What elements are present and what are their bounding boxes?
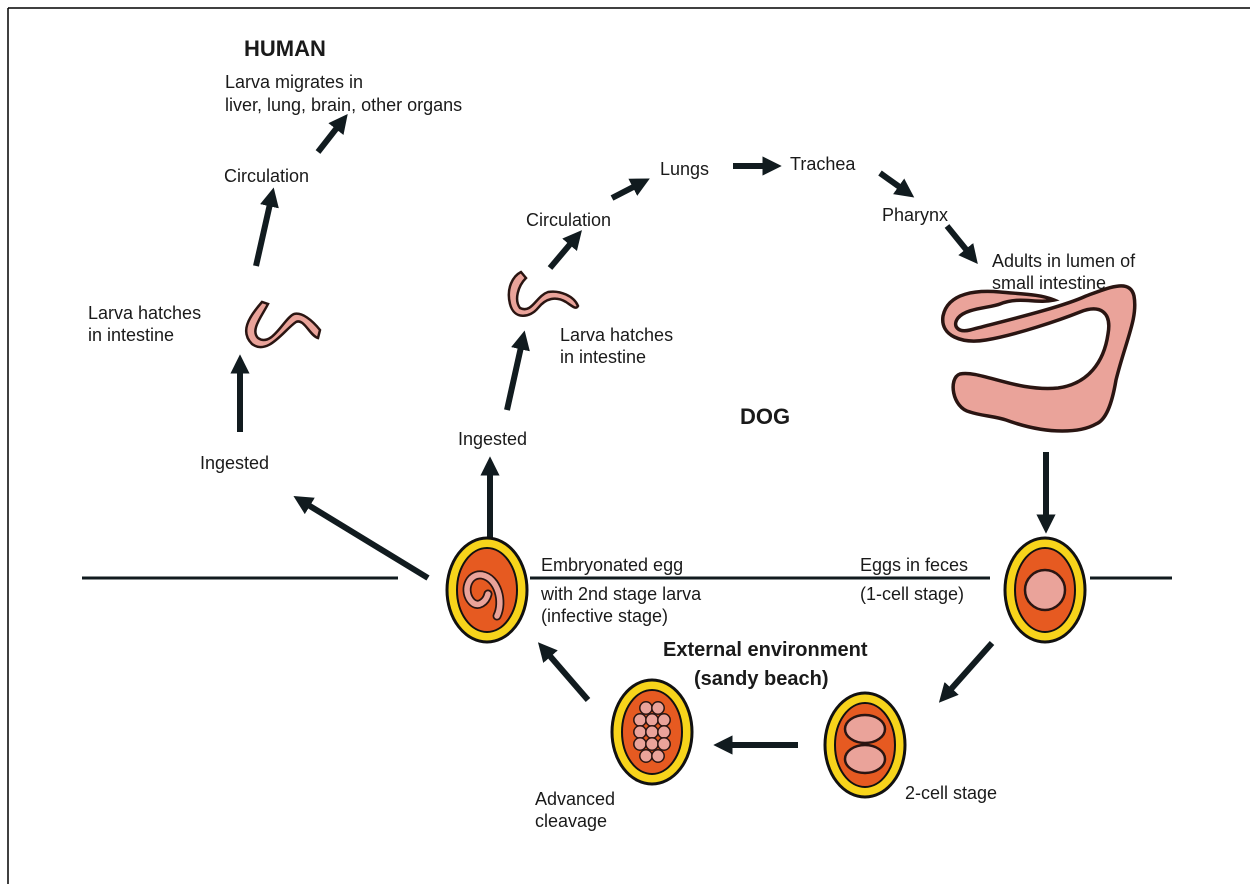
cell [652,750,664,762]
dog-circulation-label: Circulation [526,210,611,230]
pharynx-label: Pharynx [882,205,948,225]
cell [640,750,652,762]
arrow-dog-larva-to-circulation [550,236,577,268]
egg-two-cell-icon [825,693,905,797]
larva-migrates-label: Larva migrates in [225,72,363,92]
human-larva-hatches-label: Larva hatches [88,303,201,323]
eggs-in-feces-label-2: (1-cell stage) [860,584,964,604]
external-environment-label: External environment [663,639,868,661]
embryonated-egg-label-3: (infective stage) [541,606,668,626]
cell [658,714,670,726]
adults-label: Adults in lumen of [992,251,1136,271]
human-circulation-label: Circulation [224,166,309,186]
embryonated-egg-label: Embryonated egg [541,555,683,575]
advanced-cleavage-label: Advanced [535,789,615,809]
cell [634,726,646,738]
cell [634,714,646,726]
human-ingested-label: Ingested [200,453,269,473]
dog-ingested-label: Ingested [458,429,527,449]
dog-title: DOG [740,404,790,429]
arrow-egg-to-human-ingested [300,500,428,578]
arrow-trachea-to-pharynx [880,173,908,193]
arrow-eggs-to-two-cell [944,643,992,697]
embryonated-egg-label-2: with 2nd stage larva [540,584,702,604]
cell [658,738,670,750]
trachea-label: Trachea [790,154,856,174]
dog-larva-hatches-label: Larva hatches [560,325,673,345]
advanced-cleavage-label-2: cleavage [535,811,607,831]
cell [634,738,646,750]
larva-migrates-label-2: liver, lung, brain, other organs [225,95,462,115]
cell [646,726,658,738]
adults-label-2: small intestine [992,273,1106,293]
cell [646,738,658,750]
dog-larva-icon [509,272,578,316]
human-larva-hatches-label-2: in intestine [88,325,174,345]
arrow-human-circulation-to-migrates [318,120,343,152]
dog-larva-hatches-label-2: in intestine [560,347,646,367]
arrow-dog-ingested-to-larva [507,338,523,410]
cell [646,714,658,726]
egg-advanced-cleavage-icon [612,680,692,784]
external-environment-label-2: (sandy beach) [694,668,828,690]
adult-worm-icon [943,286,1135,431]
arrow-human-larva-to-circulation [256,195,272,266]
eggs-in-feces-label: Eggs in feces [860,555,968,575]
cell [640,702,652,714]
arrow-circulation-to-lungs [612,182,643,198]
lungs-label: Lungs [660,159,709,179]
arrow-advanced-to-embryonated [543,648,588,700]
human-larva-icon [246,302,320,347]
embryonated-egg-icon [447,538,527,642]
two-cell-stage-label: 2-cell stage [905,783,997,803]
human-title: HUMAN [244,36,326,61]
cell [652,702,664,714]
egg-one-cell-icon [1005,538,1085,642]
cell [658,726,670,738]
arrow-pharynx-to-adults [947,226,973,258]
